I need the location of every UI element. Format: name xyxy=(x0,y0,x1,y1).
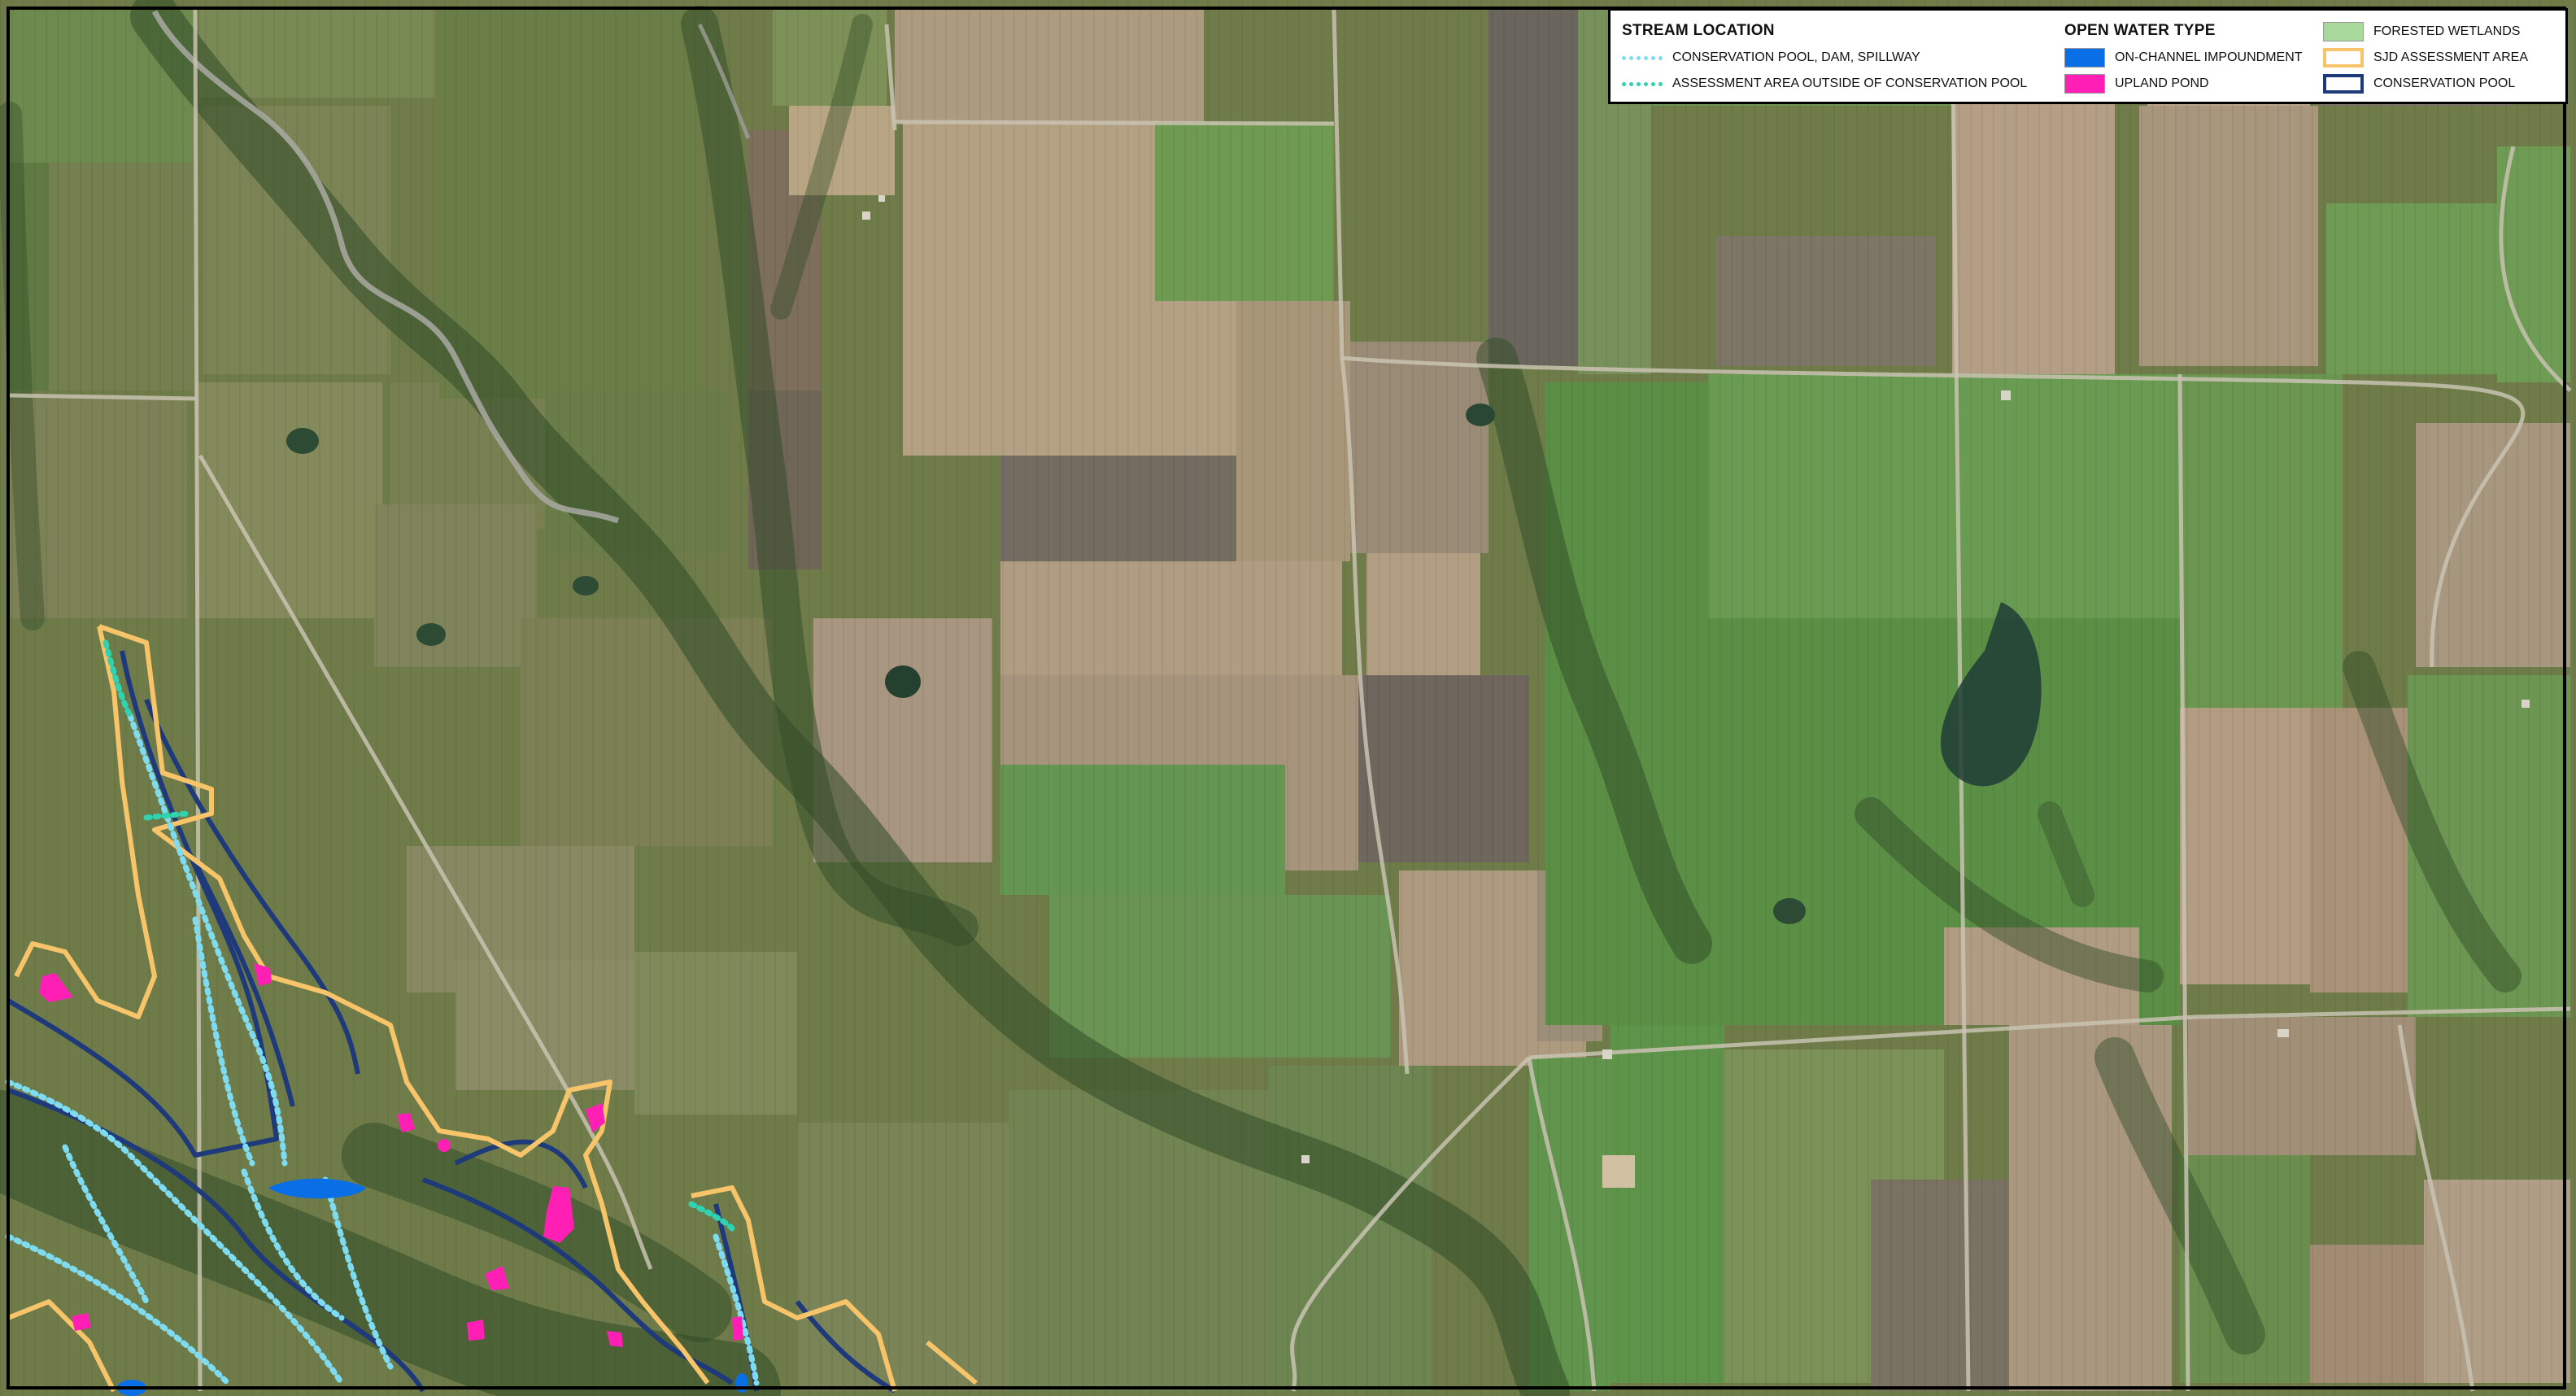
legend-heading-open-water-type: OPEN WATER TYPE xyxy=(2064,22,2216,39)
legend-label: ASSESSMENT AREA OUTSIDE OF CONSERVATION … xyxy=(1672,76,2028,90)
stream-conservation-pool xyxy=(5,713,760,1386)
stream-outside-conservation-pool xyxy=(102,639,735,1232)
legend-item-on-channel-impoundment: ON-CHANNEL IMPOUNDMENT xyxy=(2064,48,2303,68)
legend-item-forested-wetlands: FORESTED WETLANDS xyxy=(2323,22,2520,41)
legend-label: FORESTED WETLANDS xyxy=(2373,24,2521,38)
legend-item-conservation-pool-stream: CONSERVATION POOL, DAM, SPILLWAY xyxy=(1622,48,1920,68)
legend-item-sjd-assessment-area: SJD ASSESSMENT AREA xyxy=(2323,48,2528,68)
legend-swatch-magenta xyxy=(2064,74,2105,94)
creek xyxy=(697,23,751,139)
river xyxy=(151,10,620,524)
legend-swatch-dotted-light-blue xyxy=(1622,48,1663,68)
map-legend: STREAM LOCATION CONSERVATION POOL, DAM, … xyxy=(1608,8,2568,104)
legend-item-upland-pond: UPLAND POND xyxy=(2064,74,2209,94)
upland-ponds xyxy=(39,963,743,1347)
legend-swatch-light-green xyxy=(2323,22,2364,41)
legend-swatch-dotted-teal xyxy=(1622,74,1663,94)
legend-label: SJD ASSESSMENT AREA xyxy=(2373,50,2528,64)
farmsteads xyxy=(862,195,2530,1188)
legend-item-conservation-pool: CONSERVATION POOL xyxy=(2323,74,2515,94)
natural-water xyxy=(286,404,2042,924)
legend-item-outside-pool-stream: ASSESSMENT AREA OUTSIDE OF CONSERVATION … xyxy=(1622,74,2027,94)
legend-label: CONSERVATION POOL, DAM, SPILLWAY xyxy=(1672,50,1920,64)
legend-label: ON-CHANNEL IMPOUNDMENT xyxy=(2115,50,2303,64)
legend-label: CONSERVATION POOL xyxy=(2373,76,2516,90)
sjd-assessment-area-outline xyxy=(7,624,978,1393)
tree-lines xyxy=(0,0,2522,1396)
legend-heading-stream-location: STREAM LOCATION xyxy=(1622,22,1775,39)
legend-label: UPLAND POND xyxy=(2115,76,2209,90)
legend-swatch-orange-outline xyxy=(2323,48,2364,68)
legend-swatch-blue xyxy=(2064,48,2105,68)
legend-swatch-navy-outline xyxy=(2323,74,2364,94)
